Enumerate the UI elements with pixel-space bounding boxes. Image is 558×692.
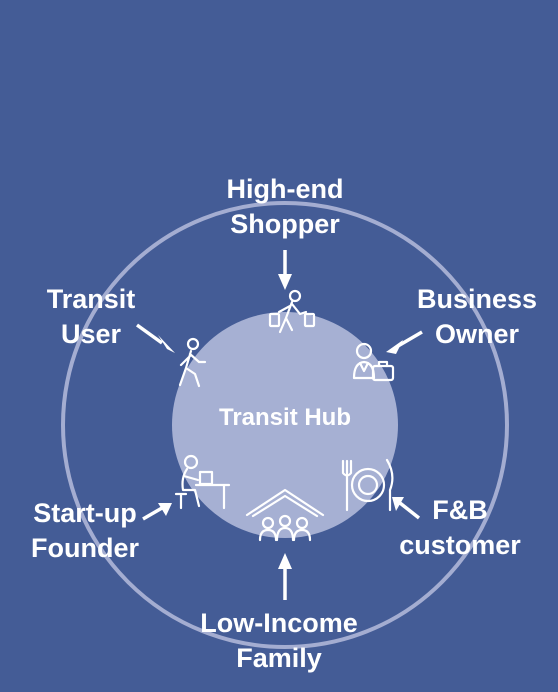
transit-hub-circle xyxy=(172,312,398,538)
stakeholder-low-income-family: Low-Income Family xyxy=(200,606,358,676)
walking-person-icon xyxy=(178,337,207,388)
arrows xyxy=(135,250,423,600)
label-line: F&B xyxy=(432,495,488,525)
label-line: Business xyxy=(416,284,538,314)
arrow-shopper xyxy=(278,250,292,290)
stakeholder-transit-user: Transit User xyxy=(47,282,136,352)
person-at-laptop-desk-icon xyxy=(174,454,231,510)
arrow-family xyxy=(278,553,292,600)
label-line: Owner xyxy=(434,319,520,349)
arrow-business-owner xyxy=(386,330,423,354)
label-line: Family xyxy=(236,643,322,673)
label-line: customer xyxy=(399,530,521,560)
label-line: High-end xyxy=(226,174,344,204)
label-line: Founder xyxy=(31,533,139,563)
stakeholder-high-end-shopper: High-end Shopper xyxy=(227,172,344,242)
label-line: Shopper xyxy=(230,209,340,239)
label-line: Start-up xyxy=(33,498,137,528)
label-line: Transit xyxy=(46,284,136,314)
stakeholder-business-owner: Business Owner xyxy=(417,282,537,352)
stakeholder-fnb-customer: F&B customer xyxy=(399,493,521,563)
businessman-with-briefcase-icon xyxy=(352,342,395,382)
arrow-fnb-customer xyxy=(392,497,421,520)
label-line: User xyxy=(60,319,122,349)
outer-ring xyxy=(61,201,509,649)
label-line: Low-Income xyxy=(200,608,358,638)
hub-label: Transit Hub xyxy=(218,404,352,431)
arrow-startup-founder xyxy=(142,503,172,521)
arrow-transit-user xyxy=(135,323,175,353)
plate-fork-knife-icon xyxy=(341,458,394,512)
shopper-with-bags-icon xyxy=(268,289,316,334)
family-under-roof-icon xyxy=(245,488,325,542)
stakeholder-startup-founder: Start-up Founder xyxy=(31,496,139,566)
